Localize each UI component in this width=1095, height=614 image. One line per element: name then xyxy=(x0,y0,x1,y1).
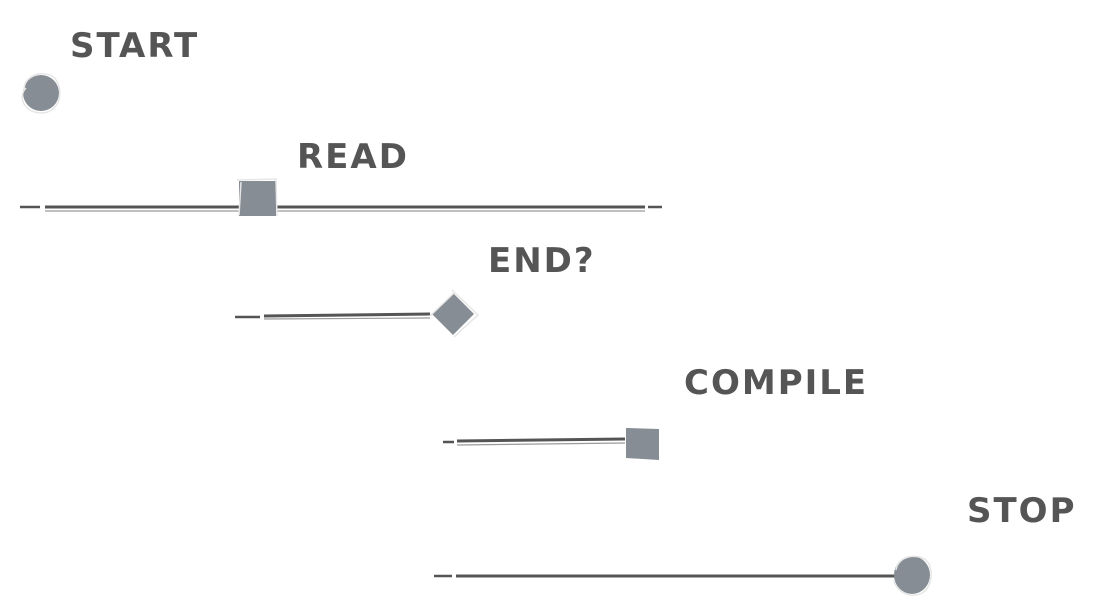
node-compile-label: COMPILE xyxy=(684,363,868,403)
edge-to-end-check xyxy=(235,312,431,320)
stop-circle-outline xyxy=(893,555,932,596)
node-end-check: END? xyxy=(235,241,596,338)
edge-to-compile xyxy=(443,437,626,446)
node-start-label: START xyxy=(70,26,199,66)
node-compile: COMPILE xyxy=(443,363,868,460)
node-stop: STOP xyxy=(434,491,1077,596)
node-read-label: READ xyxy=(297,137,409,177)
stop-circle xyxy=(894,556,930,594)
node-end-check-label: END? xyxy=(488,241,596,281)
node-start: START xyxy=(21,26,199,114)
compile-rect xyxy=(626,428,659,460)
end-check-diamond xyxy=(432,293,474,335)
node-stop-label: STOP xyxy=(967,491,1077,531)
end-check-diamond-outline xyxy=(429,289,480,338)
read-rect xyxy=(239,181,276,216)
read-rect-outline xyxy=(236,178,278,217)
start-circle xyxy=(23,75,59,111)
node-read: READ xyxy=(20,137,662,217)
edge-read-line xyxy=(20,205,662,212)
start-circle-outline xyxy=(21,72,61,114)
